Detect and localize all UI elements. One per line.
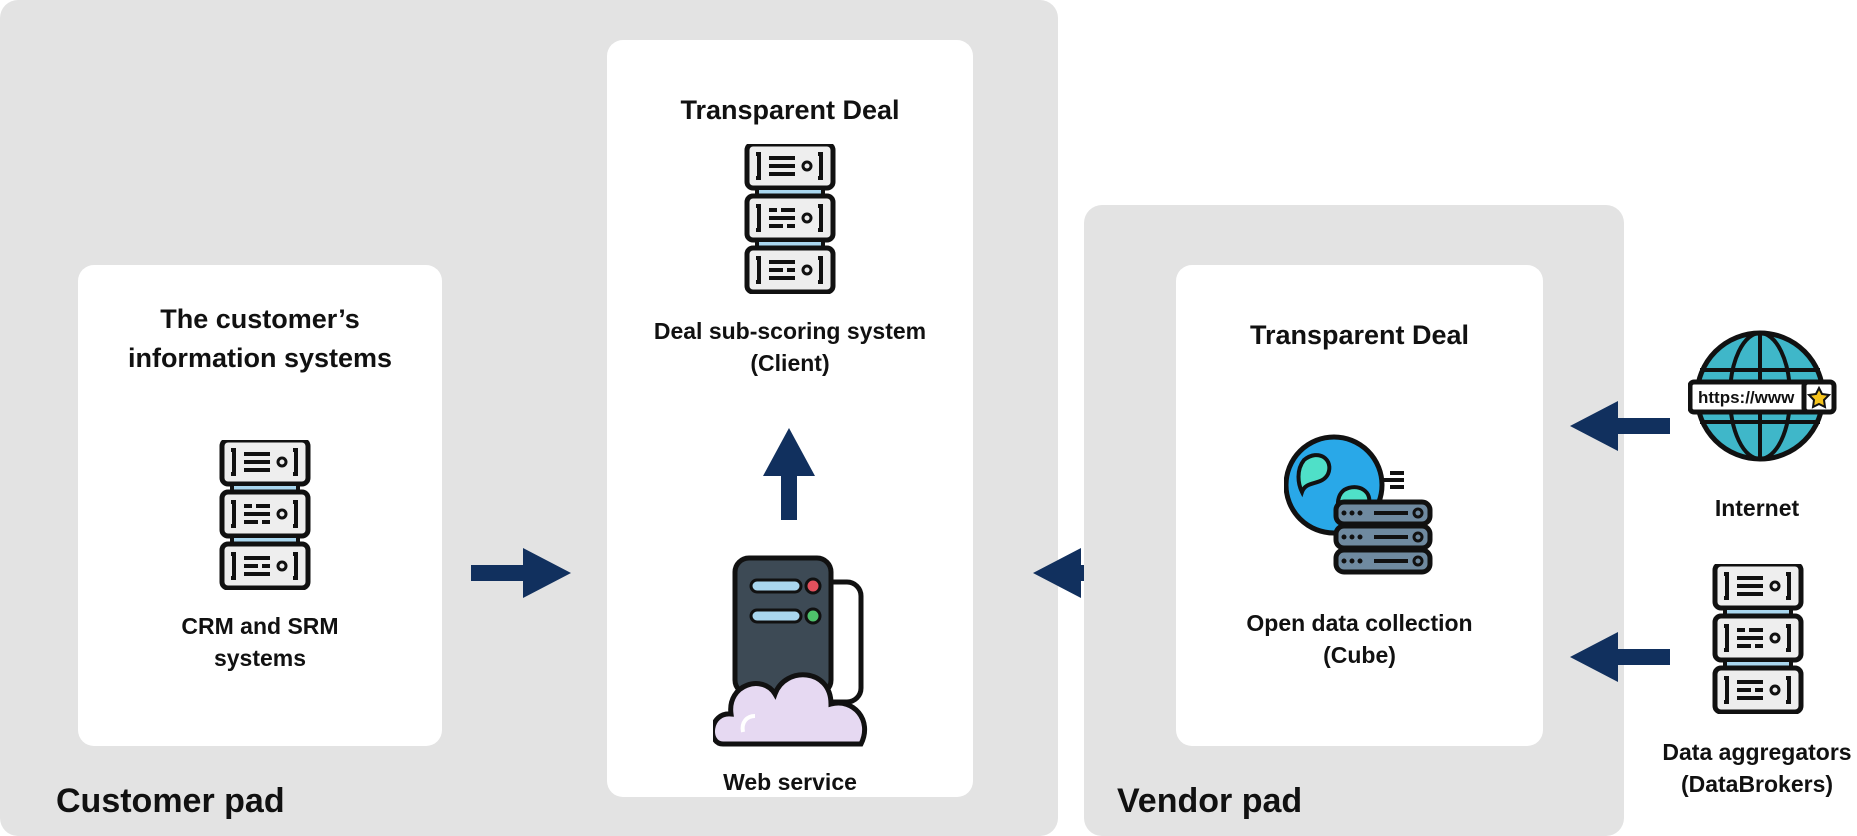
transparent-deal-cube-card: Transparent Deal Open data collection (C… — [1176, 265, 1543, 746]
arrow-aggregators-to-vendor — [1570, 632, 1670, 682]
crm-label-line2: systems — [213, 645, 307, 671]
crm-label-line1: CRM and SRM — [181, 613, 339, 639]
web-service-label: Web service — [723, 769, 857, 795]
cube-card-title: Transparent Deal — [1249, 320, 1470, 350]
cube-label-line1: Open data collection — [1246, 610, 1473, 636]
vendor-pad-label: Vendor pad — [1117, 782, 1303, 820]
cube-label-line2: (Cube) — [1323, 642, 1396, 668]
info-systems-title-line1: The customer’s — [160, 304, 360, 334]
aggregators-server-icon — [1693, 564, 1823, 714]
transparent-deal-client-card: Transparent Deal Deal sub-scoring system… — [607, 40, 973, 797]
client-server-icon — [725, 144, 855, 294]
client-card-title: Transparent Deal — [680, 95, 900, 125]
aggregators-label-line1: Data aggregators — [1662, 739, 1852, 765]
client-label-line2: (Client) — [750, 350, 830, 376]
internet-url-text: https://www — [1698, 388, 1795, 407]
open-data-globe-server-icon — [1284, 434, 1433, 575]
web-service-cloud-server-icon — [713, 555, 868, 747]
arrow-internet-to-vendor — [1570, 401, 1670, 451]
crm-server-icon — [200, 440, 330, 590]
info-systems-title-line2: information systems — [127, 343, 393, 373]
up-arrow — [763, 428, 815, 520]
client-label-line1: Deal sub-scoring system — [653, 318, 927, 344]
internet-label: Internet — [1714, 495, 1800, 521]
aggregators-label-line2: (DataBrokers) — [1680, 771, 1834, 797]
arrow-to-transparent-deal — [471, 548, 571, 598]
customer-info-systems-card: The customer’s information systems CRM a… — [78, 265, 442, 746]
arrow-vendor-to-customer — [1033, 548, 1133, 598]
internet-globe-icon: https://www — [1688, 330, 1837, 462]
customer-pad-label: Customer pad — [56, 782, 285, 820]
